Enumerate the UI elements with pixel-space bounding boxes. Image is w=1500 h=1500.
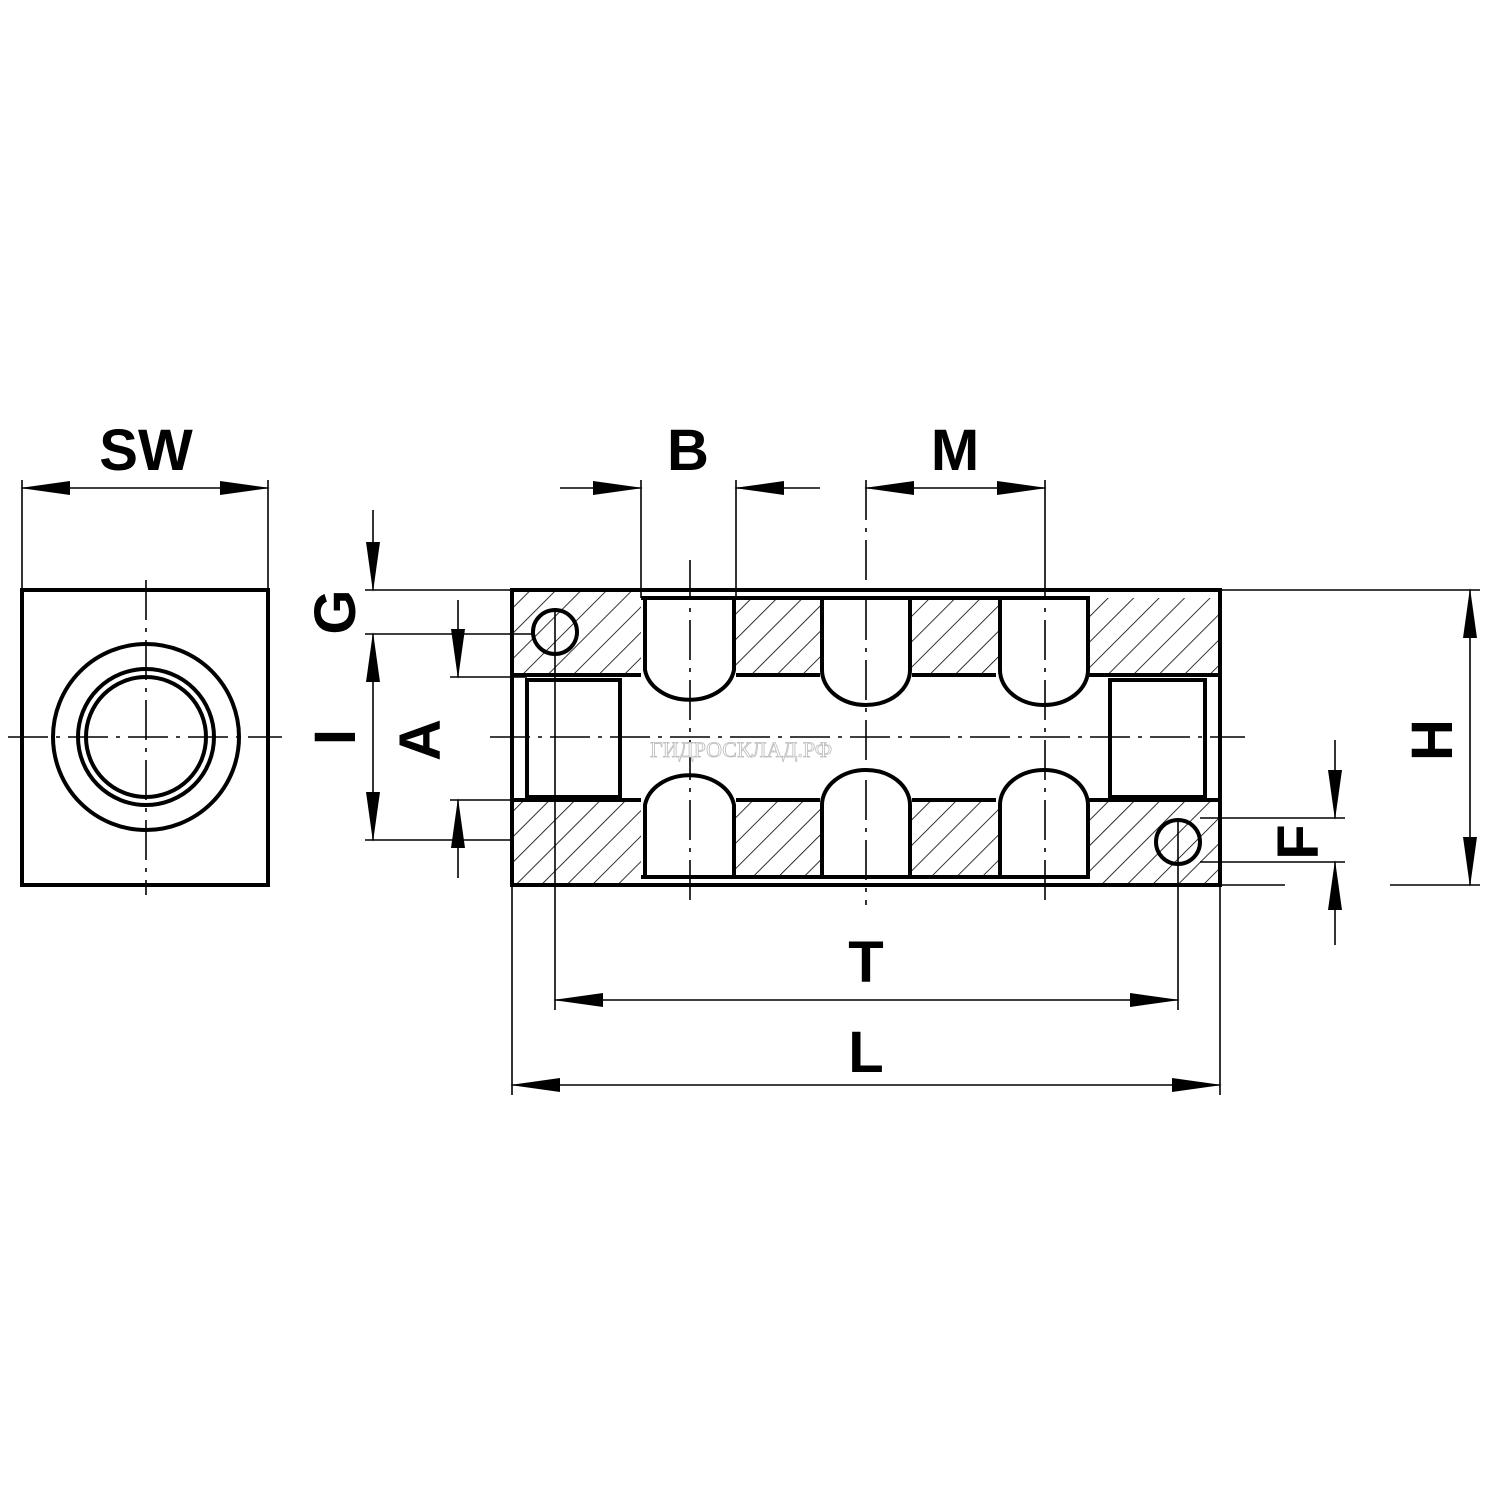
label-m: M [931,418,979,483]
label-l: L [848,1020,883,1085]
dimension-labels: SW B M G I A H F T L [99,418,1465,1085]
section-view: ГИДРОСКЛАД.РФ [490,480,1245,905]
label-g: G [303,589,368,634]
hatched-material [512,590,1220,885]
side-view [8,580,282,895]
label-h: H [1400,719,1465,761]
label-i: I [303,729,368,745]
label-sw: SW [99,418,193,483]
cross-holes [641,596,1090,879]
label-t: T [848,930,883,995]
dimensions [20,480,1480,1095]
watermark: ГИДРОСКЛАД.РФ [650,737,832,762]
label-a: A [388,719,453,761]
label-f: F [1266,824,1331,859]
label-b: B [667,418,709,483]
